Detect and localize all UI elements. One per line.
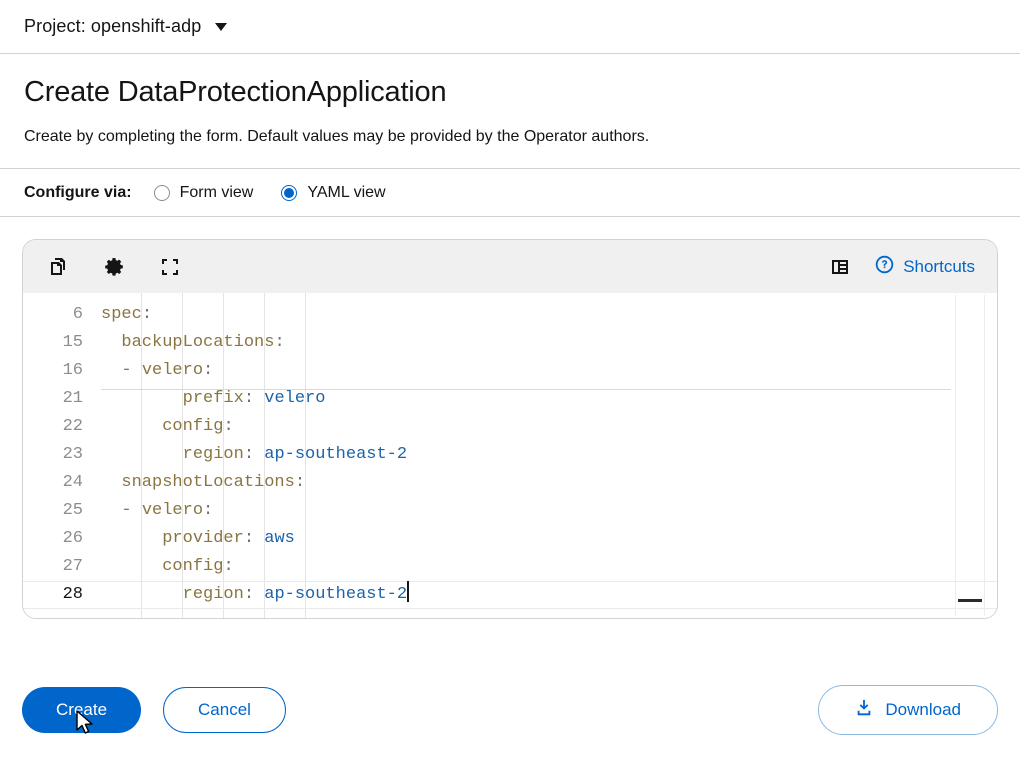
radio-yaml-view-label: YAML view xyxy=(307,183,386,201)
code-line-text: spec: xyxy=(101,305,153,325)
line-number: 16 xyxy=(62,361,83,381)
configure-via-label: Configure via: xyxy=(24,183,132,201)
code-line-text: config: xyxy=(162,417,234,437)
code-line-text: - velero: xyxy=(121,501,214,521)
editor-scrollbar-thumb[interactable] xyxy=(958,599,982,603)
line-number: 23 xyxy=(62,445,83,465)
page-header: Create DataProtectionApplication Create … xyxy=(0,54,1020,170)
radio-form-view-dot[interactable] xyxy=(153,184,170,201)
download-button[interactable]: Download xyxy=(818,685,998,735)
radio-yaml-view[interactable]: YAML view xyxy=(281,183,386,202)
configure-via-row: Configure via: Form view YAML view xyxy=(0,169,1020,218)
editor-toolbar-left xyxy=(45,254,183,280)
code-line[interactable]: 16 - velero: xyxy=(23,357,997,385)
download-icon xyxy=(855,699,873,722)
chevron-down-icon[interactable] xyxy=(215,22,228,31)
copy-icon[interactable] xyxy=(45,254,71,280)
radio-yaml-view-dot[interactable] xyxy=(281,184,298,201)
project-bar: Project: openshift-adp xyxy=(0,0,1020,54)
code-line[interactable]: 22 config: xyxy=(23,413,997,441)
question-circle-icon xyxy=(875,255,894,279)
folded-region-marker xyxy=(101,389,951,391)
code-line[interactable]: 23 region: ap-southeast-2 xyxy=(23,441,997,469)
page-title: Create DataProtectionApplication xyxy=(24,76,447,108)
shortcuts-label: Shortcuts xyxy=(903,256,975,276)
code-line[interactable]: 24 snapshotLocations: xyxy=(23,469,997,497)
code-line-text: region: ap-southeast-2 xyxy=(101,581,997,609)
code-line-text: - velero: xyxy=(121,361,214,381)
line-number: 22 xyxy=(62,417,83,437)
code-line[interactable]: 15 backupLocations: xyxy=(23,329,997,357)
code-line[interactable]: 25 - velero: xyxy=(23,497,997,525)
expand-icon[interactable] xyxy=(157,254,183,280)
code-line[interactable]: 21 prefix: velero xyxy=(23,385,997,413)
line-number: 27 xyxy=(62,557,83,577)
radio-form-view-label: Form view xyxy=(179,183,254,201)
code-line[interactable]: 6 spec: xyxy=(23,301,997,329)
cancel-button[interactable]: Cancel xyxy=(163,687,286,733)
code-line-text: snapshotLocations: xyxy=(121,473,306,493)
project-selector-label[interactable]: Project: openshift-adp xyxy=(24,16,202,36)
configure-via-radio-group: Form view YAML view xyxy=(153,183,386,202)
text-cursor xyxy=(407,581,409,603)
code-line[interactable]: 26 provider: aws xyxy=(23,525,997,553)
code-line-text: prefix: velero xyxy=(182,389,326,409)
sidebar-panel-icon[interactable] xyxy=(827,254,853,280)
create-button[interactable]: Create xyxy=(22,687,142,733)
editor-scrollbar[interactable] xyxy=(955,295,985,617)
line-number: 15 xyxy=(62,333,83,353)
code-line-text: provider: aws xyxy=(162,529,295,549)
gear-icon[interactable] xyxy=(101,254,127,280)
form-footer: Create Cancel Download xyxy=(0,660,1020,760)
shortcuts-button[interactable]: Shortcuts xyxy=(875,255,983,279)
page-description: Create by completing the form. Default v… xyxy=(24,128,650,146)
code-line[interactable]: 27 config: xyxy=(23,553,997,581)
line-number: 28 xyxy=(62,585,83,605)
code-line-text: region: ap-southeast-2 xyxy=(182,445,408,465)
line-number: 6 xyxy=(72,305,83,325)
radio-form-view[interactable]: Form view xyxy=(153,183,254,202)
line-number: 21 xyxy=(62,389,83,409)
code-line-text: config: xyxy=(162,557,234,577)
download-label: Download xyxy=(885,700,961,719)
editor-toolbar: Shortcuts xyxy=(23,240,997,294)
line-number: 24 xyxy=(62,473,83,493)
code-line-text: backupLocations: xyxy=(121,333,285,353)
line-number: 26 xyxy=(62,529,83,549)
editor-toolbar-right: Shortcuts xyxy=(827,254,983,280)
line-number: 25 xyxy=(62,501,83,521)
code-line[interactable]: 28 region: ap-southeast-2 xyxy=(23,581,997,609)
